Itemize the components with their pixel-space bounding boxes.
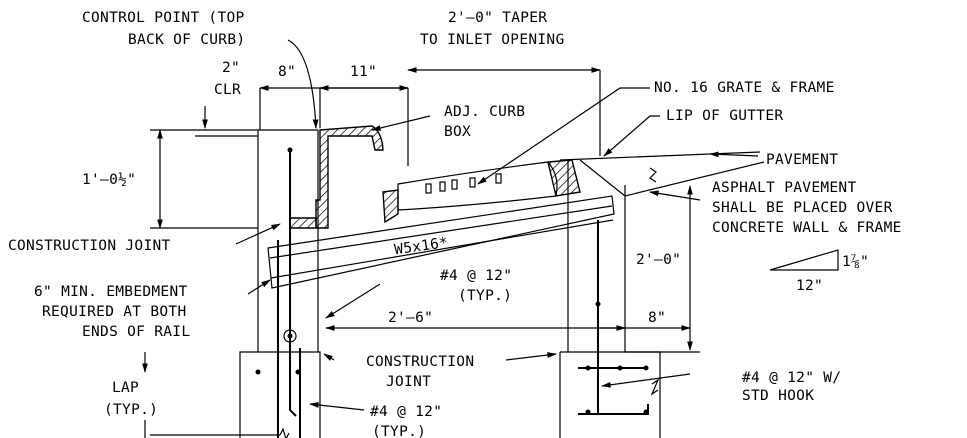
left-wall-rebar [255, 147, 301, 438]
construction-joint-label-bottom-line1: CONSTRUCTION [366, 354, 474, 370]
control-point-label-line1: CONTROL POINT (TOP [82, 10, 245, 26]
embedment-note-line2: REQUIRED AT BOTH [42, 304, 186, 320]
adj-curb-box-label-line1: ADJ. CURB [444, 104, 525, 120]
right-height-dimension [625, 185, 700, 353]
wall-width-dimension-right: 8" [648, 310, 666, 326]
grate-and-frame [382, 159, 581, 224]
taper-label-line2: TO INLET OPENING [420, 32, 564, 48]
grate-frame-label: NO. 16 GRATE & FRAME [654, 80, 835, 96]
rebar-note-middle-line2: (TYP.) [458, 288, 512, 304]
slope-rise-label: 1⅞" [842, 254, 869, 270]
lap-label-line2: (TYP.) [104, 402, 158, 418]
left-concrete-wall [257, 129, 319, 352]
rebar-hook-note-line2: STD HOOK [742, 388, 814, 404]
left-footing [150, 351, 321, 438]
rebar-note-bottom-line2: (TYP.) [372, 424, 426, 438]
adjustable-curb-box [289, 125, 384, 229]
leader-lines [235, 39, 759, 411]
curb-height-dimension: 1'–0½" [82, 172, 136, 188]
curb-offset-dimension: 11" [350, 64, 377, 80]
asphalt-note-line1: ASPHALT PAVEMENT [712, 180, 856, 196]
right-wall-rebar [595, 220, 601, 414]
top-dimensions [259, 67, 601, 166]
construction-joint-label-bottom-line2: JOINT [386, 374, 431, 390]
pavement-surface [559, 151, 765, 197]
beam-size-label: W5x16* [393, 235, 449, 258]
adj-curb-box-label-line2: BOX [444, 124, 471, 140]
clearance-label: CLR [214, 82, 241, 98]
rebar-note-bottom-line1: #4 @ 12" [370, 404, 442, 420]
pavement-label: PAVEMENT [766, 152, 838, 168]
construction-joint-label-left: CONSTRUCTION JOINT [8, 238, 171, 254]
embedment-note-line1: 6" MIN. EMBEDMENT [34, 284, 188, 300]
embedment-note-line3: ENDS OF RAIL [82, 324, 190, 340]
control-point-label-line2: BACK OF CURB) [128, 32, 245, 48]
asphalt-note-line3: CONCRETE WALL & FRAME [712, 220, 902, 236]
taper-label-line1: 2'–0" TAPER [448, 10, 547, 26]
asphalt-note-line2: SHALL BE PLACED OVER [712, 200, 893, 216]
wall-height-dimension: 2'–0" [636, 252, 681, 268]
grate-slots [425, 173, 502, 194]
rebar-hook-note-line1: #4 @ 12" W/ [742, 370, 841, 386]
wall-width-dimension-top: 8" [278, 64, 296, 80]
lap-label-line1: LAP [112, 380, 139, 396]
slope-indicator [769, 249, 839, 271]
lip-of-gutter-label: LIP OF GUTTER [666, 108, 783, 124]
span-dimension: 2'–6" [388, 310, 433, 326]
right-footing [559, 351, 661, 438]
steel-beam-rail [267, 195, 615, 289]
clearance-dimension-value: 2" [222, 60, 240, 76]
left-height-dimension [150, 106, 258, 229]
rebar-note-middle-line1: #4 @ 12" [440, 268, 512, 284]
slope-run-label: 12" [796, 278, 823, 294]
